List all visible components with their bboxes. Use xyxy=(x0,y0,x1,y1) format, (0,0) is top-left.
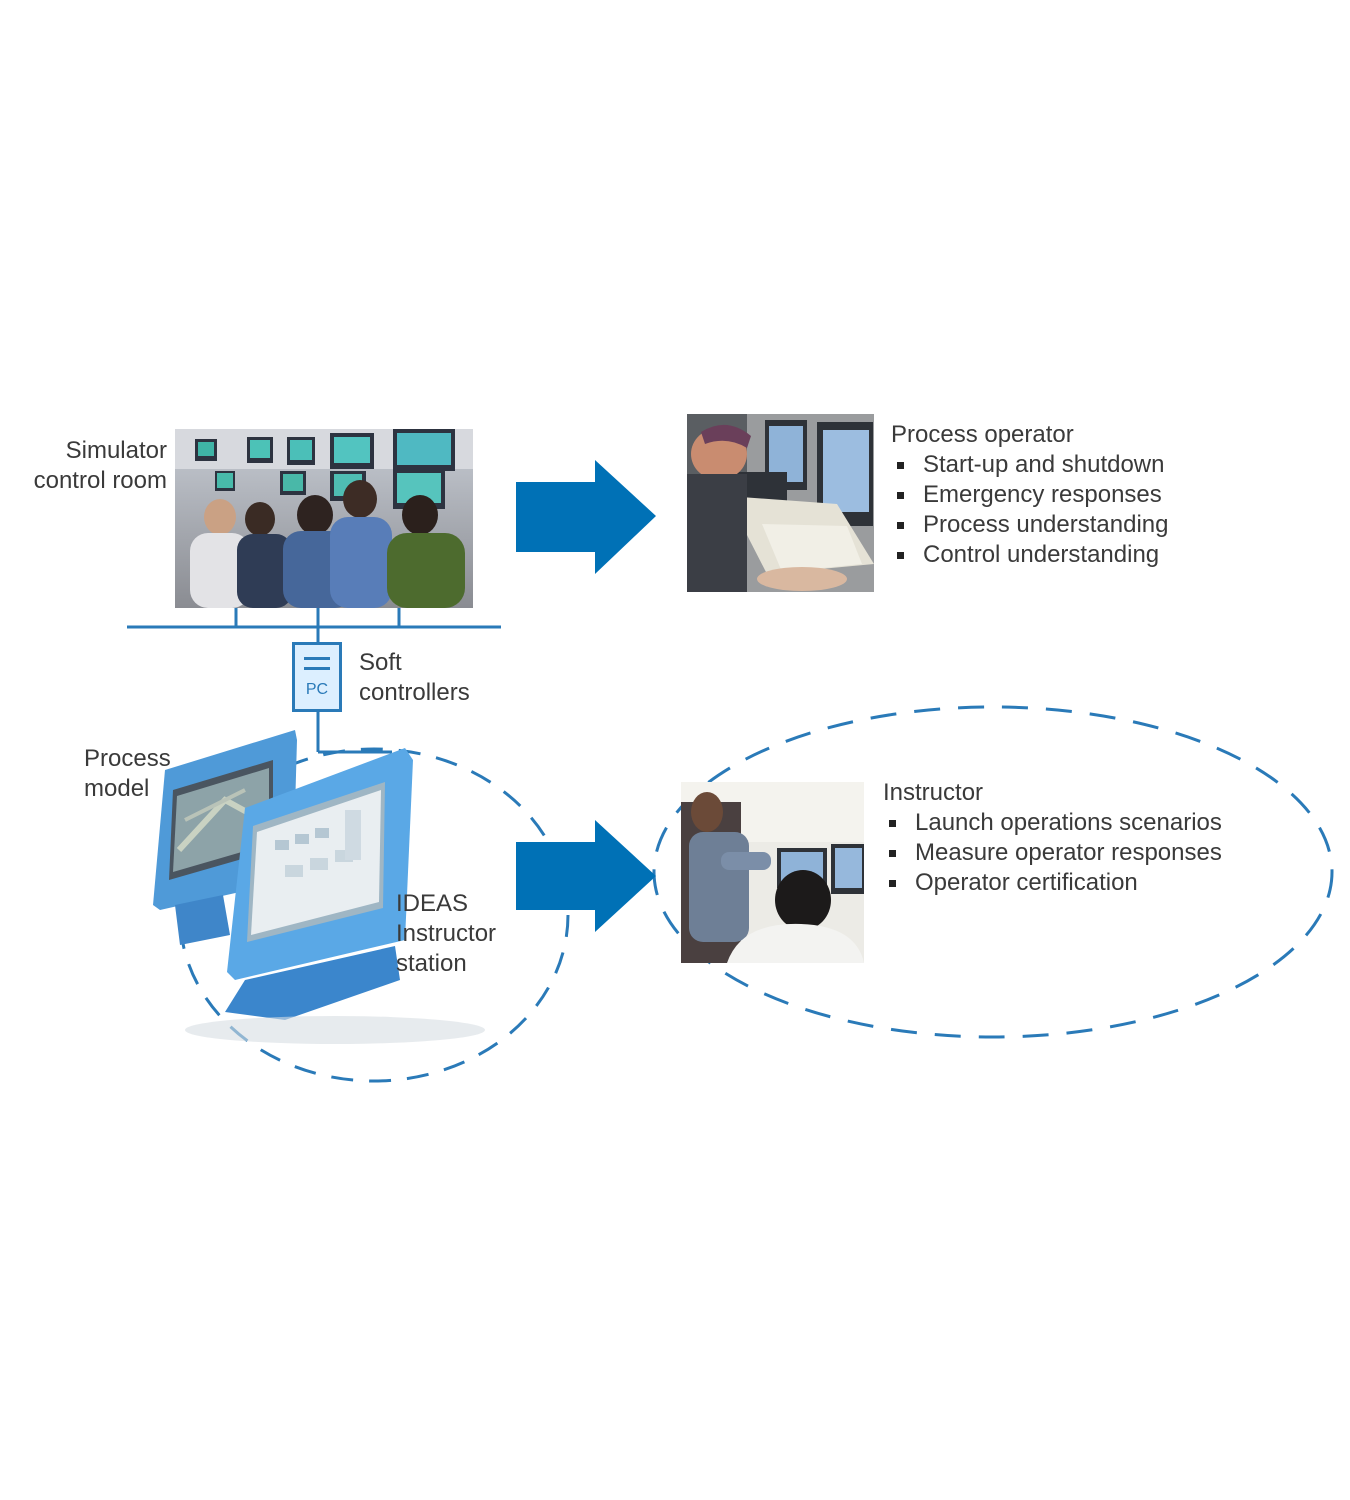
operator-list: Start-up and shutdown Emergency response… xyxy=(891,450,1168,570)
instructor-station-label: IDEAS Instructor station xyxy=(396,889,496,979)
instructor-station-line1: IDEAS xyxy=(396,890,469,917)
simulator-label-line1: Simulator xyxy=(65,437,167,464)
pc-slot-2 xyxy=(304,667,330,670)
operator-item: Process understanding xyxy=(891,510,1168,540)
process-operator-photo xyxy=(687,414,874,592)
workstations-illustration xyxy=(135,730,525,1050)
pc-label: PC xyxy=(305,681,329,698)
instructor-item: Launch operations scenarios xyxy=(883,808,1222,838)
process-model-line1: Process xyxy=(84,745,171,772)
station-dashed-ellipse xyxy=(178,747,570,1083)
instructor-heading: Instructor xyxy=(883,779,984,806)
instructor-item: Operator certification xyxy=(883,868,1222,898)
simulator-control-room-photo xyxy=(175,429,473,608)
pc-box: PC xyxy=(292,642,342,712)
instructor-photo xyxy=(681,782,864,963)
simulator-label-line2: control room xyxy=(33,467,167,494)
instructor-panel: Instructor Launch operations scenarios M… xyxy=(883,778,1222,898)
instructor-station-line2: Instructor xyxy=(396,920,497,947)
process-model-line2: model xyxy=(84,775,150,802)
operator-item: Start-up and shutdown xyxy=(891,450,1168,480)
operator-item: Control understanding xyxy=(891,540,1168,570)
pc-slot-1 xyxy=(304,657,330,660)
instructor-list: Launch operations scenarios Measure oper… xyxy=(883,808,1222,898)
arrow-to-operator xyxy=(516,460,656,574)
operator-item: Emergency responses xyxy=(891,480,1168,510)
instructor-station-line3: station xyxy=(396,950,467,977)
soft-controllers-line2: controllers xyxy=(359,679,470,706)
simulator-label: Simulator control room xyxy=(0,436,167,496)
instructor-item: Measure operator responses xyxy=(883,838,1222,868)
soft-controllers-label: Soft controllers xyxy=(359,648,470,708)
arrow-to-instructor xyxy=(516,820,656,932)
soft-controllers-line1: Soft xyxy=(359,649,402,676)
process-model-label: Process model xyxy=(84,744,171,804)
instructor-dashed-ellipse xyxy=(652,705,1334,1039)
operator-panel: Process operator Start-up and shutdown E… xyxy=(891,420,1168,570)
operator-heading: Process operator xyxy=(891,421,1074,448)
